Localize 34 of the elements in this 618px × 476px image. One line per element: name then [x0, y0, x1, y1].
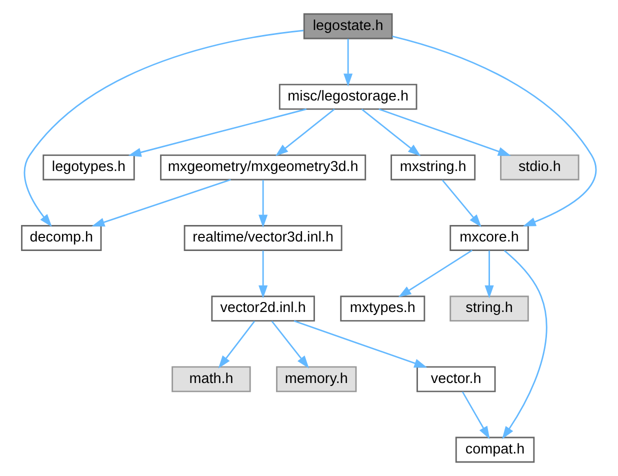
arrow [484, 250, 494, 298]
arrow [258, 250, 268, 298]
arrow [442, 180, 482, 228]
node-box: legotypes.h [42, 154, 135, 180]
node-box: mxcore.h [450, 225, 529, 251]
arrow [92, 179, 231, 227]
node-box: vector2d.inl.h [211, 296, 315, 322]
node-box: stdio.h [500, 154, 580, 180]
arrow [218, 320, 256, 368]
arrow [344, 38, 353, 87]
arrow [128, 108, 307, 157]
node-box: vector.h [416, 366, 496, 392]
arrow [271, 320, 310, 368]
node-box: legostate.h [303, 13, 393, 40]
node-box: mxstring.h [390, 154, 476, 180]
arrow [398, 250, 473, 298]
arrow [294, 320, 428, 368]
node-box: memory.h [276, 366, 357, 392]
arrow [502, 250, 548, 440]
node-box: misc/legostorage.h [278, 84, 418, 110]
arrow [24, 30, 304, 227]
node-box: string.h [450, 296, 529, 322]
arrow [378, 108, 512, 156]
node-box: mxgeometry/mxgeometry3d.h [160, 154, 366, 180]
node-box: mxtypes.h [340, 296, 426, 322]
node-box: realtime/vector3d.inl.h [184, 225, 342, 251]
arrow [462, 391, 490, 440]
arrow [392, 36, 597, 226]
node-box: math.h [172, 366, 251, 392]
node-box: compat.h [455, 436, 535, 463]
node-box: decomp.h [21, 225, 102, 251]
arrow [258, 180, 268, 228]
arrow [275, 108, 335, 156]
arrow [361, 108, 421, 156]
